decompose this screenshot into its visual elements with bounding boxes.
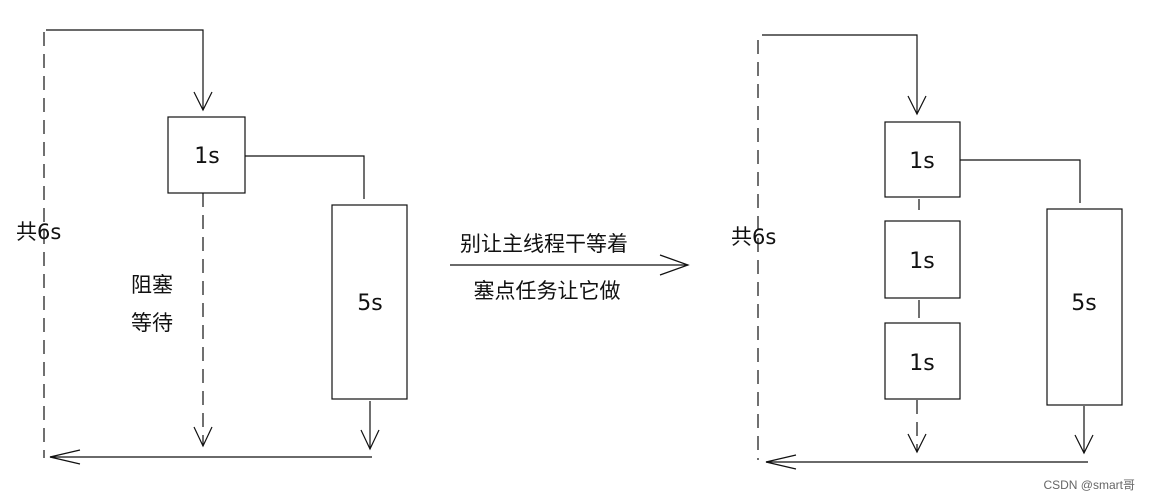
left-box-5s (331, 204, 408, 400)
right-box-5s-label: 5s (1071, 291, 1096, 316)
left-top-arrowhead (193, 91, 213, 112)
right-box-1s-b-label: 1s (909, 249, 934, 274)
left-branch-line (245, 155, 365, 199)
right-total-label: 共6s (731, 225, 776, 249)
right-1s-arrowhead (907, 433, 927, 454)
left-block-label-line2: 等待 (131, 311, 173, 335)
right-box-1s-c-label: 1s (909, 351, 934, 376)
left-total-label: 共6s (16, 220, 61, 244)
middle-transition-arrow (450, 254, 690, 276)
left-box-5s-label: 5s (357, 291, 382, 316)
right-5s-arrowhead (1074, 434, 1094, 455)
left-5s-arrowhead (360, 429, 380, 451)
left-box-1s-label: 1s (194, 144, 219, 169)
right-branch-line (960, 159, 1081, 203)
right-diagram (757, 34, 1123, 470)
left-block-label-line1: 阻塞 (131, 273, 173, 297)
left-box-1s (167, 116, 246, 194)
left-top-feed-line (46, 29, 204, 110)
middle-arrowhead (659, 254, 690, 276)
right-top-feed-line (762, 34, 918, 114)
watermark: CSDN @smart哥 (1043, 478, 1135, 492)
right-top-arrowhead (907, 95, 927, 116)
middle-caption-line2: 塞点任务让它做 (474, 279, 621, 303)
middle-caption-line1: 别让主线程干等着 (460, 232, 628, 256)
right-box-5s (1046, 208, 1123, 406)
right-bottom-arrowhead (765, 454, 797, 470)
left-bottom-arrowhead (49, 449, 81, 465)
left-block-arrowhead (193, 426, 213, 448)
right-box-1s-b (884, 220, 961, 299)
left-diagram (43, 29, 408, 465)
right-box-1s-a-label: 1s (909, 149, 934, 174)
right-box-1s-c (884, 322, 961, 400)
